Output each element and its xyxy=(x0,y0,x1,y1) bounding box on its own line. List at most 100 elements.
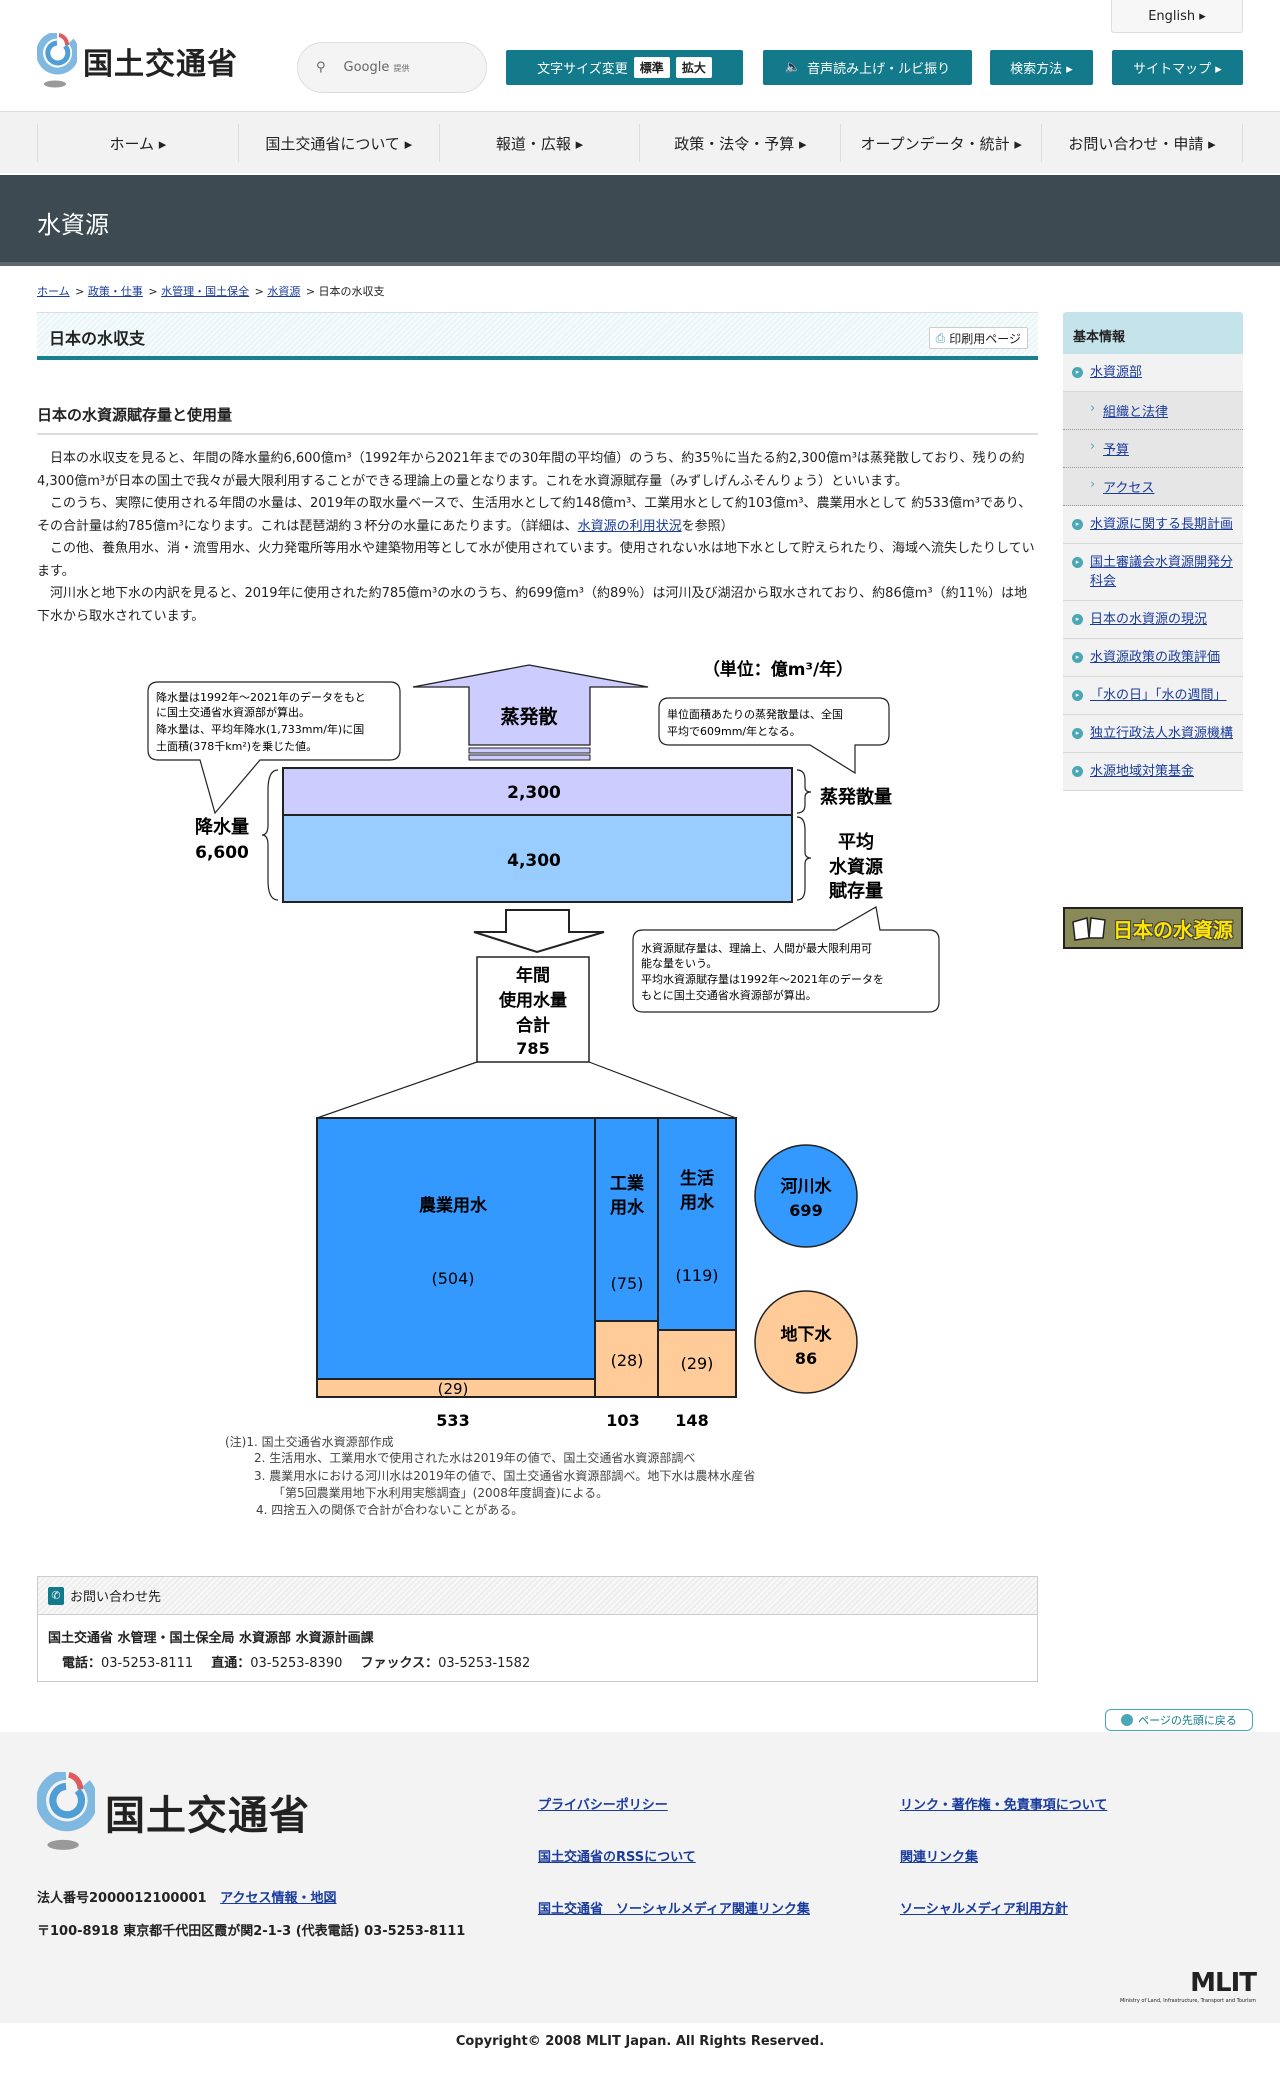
bullet-icon: ▸ xyxy=(1072,367,1083,378)
back-to-top-button[interactable]: ページの先頭に戻る xyxy=(1105,1709,1253,1731)
search-method-button[interactable]: 検索方法 ▸ xyxy=(990,50,1093,85)
callout-text: 水資源賦存量は、理論上、人間が最大限利用可 xyxy=(641,941,872,955)
sidebar-sub-budget[interactable]: ›予算 xyxy=(1063,430,1243,468)
sidebar-item-agency[interactable]: ▸独立行政法人水資源機構 xyxy=(1063,715,1243,753)
water-balance-diagram: （単位：億m³/年） 降水量は1992年～2021年のデータをもと に国土交通省… xyxy=(147,659,940,1517)
total-label: 合計 xyxy=(516,1015,550,1036)
font-size-control: 文字サイズ変更 標準 拡大 xyxy=(506,50,743,85)
sidebar-item-policy-eval[interactable]: ▸水資源政策の政策評価 xyxy=(1063,639,1243,677)
sidebar-item-current-status[interactable]: ▸日本の水資源の現況 xyxy=(1063,601,1243,639)
category-band: 水資源 xyxy=(0,175,1280,266)
domestic-label: 生活 xyxy=(680,1168,714,1189)
river-water-circle xyxy=(754,1144,858,1248)
font-size-label: 文字サイズ変更 xyxy=(537,62,628,77)
sidebar-item-water-day[interactable]: ▸「水の日」「水の週間」 xyxy=(1063,677,1243,715)
breadcrumb-sep: > xyxy=(75,285,85,298)
nav-press[interactable]: 報道・広報 ▸ xyxy=(438,124,640,162)
social-media-links-link[interactable]: 国土交通省 ソーシャルメディア関連リンク集 xyxy=(538,1902,810,1917)
total-label: 年間 xyxy=(516,965,550,986)
nav-about[interactable]: 国土交通省について ▸ xyxy=(237,124,439,162)
chevron-right-icon: › xyxy=(1090,401,1096,416)
sidebar-sub-organization[interactable]: ›組織と法律 xyxy=(1063,392,1243,430)
sitemap-button[interactable]: サイトマップ ▸ xyxy=(1112,50,1243,85)
phone-icon: ✆ xyxy=(48,1586,64,1605)
domestic-total: 148 xyxy=(675,1411,708,1430)
nav-home[interactable]: ホーム ▸ xyxy=(37,124,238,162)
note-line: 2. 生活用水、工業用水で使用された水は2019年の値で、国土交通省水資源部調べ xyxy=(254,1450,695,1465)
industry-ground-value: (28) xyxy=(611,1351,644,1370)
social-media-policy-link[interactable]: ソーシャルメディア利用方針 xyxy=(900,1902,1068,1917)
search-placeholder: Google 提供 xyxy=(343,60,410,75)
footer-logo[interactable]: 国土交通省 xyxy=(37,1772,310,1852)
breadcrumb-sep: > xyxy=(305,285,316,298)
resource-label-line: 水資源 xyxy=(829,856,883,878)
total-value: 785 xyxy=(516,1039,549,1058)
rss-link[interactable]: 国土交通省のRSSについて xyxy=(538,1850,696,1865)
breadcrumb-home[interactable]: ホーム xyxy=(37,285,70,298)
related-links-link[interactable]: 関連リンク集 xyxy=(900,1850,979,1865)
print-label: 印刷用ページ xyxy=(949,331,1021,346)
paragraph: 河川水と地下水の内訳を見ると、2019年に使用された約785億m³の水のうち、約… xyxy=(37,586,1028,624)
nav-policy[interactable]: 政策・法令・予算 ▸ xyxy=(639,124,840,162)
copyright-link[interactable]: リンク・著作権・免責事項について xyxy=(900,1798,1108,1813)
logo-emblem-icon xyxy=(37,33,77,88)
callout-text: 能な量をいう。 xyxy=(641,956,717,970)
usage-down-arrow xyxy=(473,909,605,954)
arrow-up-icon xyxy=(1121,1714,1134,1726)
sidebar-item-long-term-plan[interactable]: ▸水資源に関する長期計画 xyxy=(1063,506,1243,544)
speaker-icon: 🔈 xyxy=(784,60,802,75)
japan-water-resources-banner[interactable]: 日本の水資源 xyxy=(1063,907,1243,949)
mlit-logo[interactable]: 国土交通省 xyxy=(37,33,238,89)
industry-river-value: (75) xyxy=(611,1274,644,1293)
callout-text: に国土交通省水資源部が算出。 xyxy=(156,705,310,719)
evap-brace xyxy=(796,769,812,814)
search-box[interactable]: ⚲ Google 提供 xyxy=(297,42,487,93)
english-link[interactable]: English ▸ xyxy=(1111,0,1243,33)
address: 〒100-8918 東京都千代田区霞が関2-1-3 (代表電話) 03-5253… xyxy=(37,1924,466,1939)
note-line: (注)1. 国土交通省水資源部作成 xyxy=(225,1434,394,1449)
industry-label: 用水 xyxy=(610,1197,645,1218)
evap-arrow-shape xyxy=(412,664,649,746)
ground-circle-label: 地下水 xyxy=(781,1324,833,1345)
callout-text: もとに国土交通省水資源部が算出。 xyxy=(641,988,817,1002)
access-map-link[interactable]: アクセス情報・地図 xyxy=(220,1891,337,1906)
breadcrumb-policy[interactable]: 政策・仕事 xyxy=(87,285,143,298)
diagram-notes: (注)1. 国土交通省水資源部作成 2. 生活用水、工業用水で使用された水は20… xyxy=(225,1434,755,1517)
bullet-icon: ▸ xyxy=(1072,690,1083,701)
category-title: 水資源 xyxy=(37,211,109,239)
nav-opendata[interactable]: オープンデータ・統計 ▸ xyxy=(840,124,1041,162)
precip-label: 降水量 xyxy=(195,816,249,838)
callout-text: 平均で609mm/年となる。 xyxy=(667,724,801,738)
sidebar-item-fund[interactable]: ▸水源地域対策基金 xyxy=(1063,753,1243,791)
voice-ruby-button[interactable]: 🔈 音声読み上げ・ルビ振り xyxy=(763,50,972,85)
font-standard-button[interactable]: 標準 xyxy=(633,57,670,78)
chevron-right-icon: › xyxy=(1090,477,1096,492)
evaporation-value: 2,300 xyxy=(507,783,561,803)
total-usage-box xyxy=(476,956,590,1063)
sidebar-item-council[interactable]: ▸国土審議会水資源開発分科会 xyxy=(1063,544,1243,601)
sidebar-sub-access[interactable]: ›アクセス xyxy=(1063,468,1243,506)
breadcrumb-water-resources[interactable]: 水資源 xyxy=(267,285,301,298)
logo-text: 国土交通省 xyxy=(83,47,238,82)
river-circle-value: 699 xyxy=(789,1201,822,1220)
contact-heading: お問い合わせ先 xyxy=(70,1590,162,1605)
chevron-right-icon: › xyxy=(1090,439,1096,454)
copyright: Copyright© 2008 MLIT Japan. All Rights R… xyxy=(455,2034,825,2049)
breadcrumb-water-management[interactable]: 水管理・国土保全 xyxy=(161,285,250,298)
river-circle-label: 河川水 xyxy=(781,1176,833,1197)
industry-total: 103 xyxy=(606,1411,639,1430)
sidebar-item-water-dept[interactable]: ▸水資源部 xyxy=(1063,354,1243,392)
privacy-policy-link[interactable]: プライバシーポリシー xyxy=(538,1798,668,1813)
paragraph: この他、養魚用水、消・流雪用水、火力発電所等用水や建築物用等として水が使用されて… xyxy=(37,541,1035,579)
nav-contact[interactable]: お問い合わせ・申請 ▸ xyxy=(1041,124,1243,162)
callout-precipitation: 降水量は1992年～2021年のデータをもと に国土交通省水資源部が算出。 降水… xyxy=(147,681,401,815)
font-large-button[interactable]: 拡大 xyxy=(675,57,712,78)
page-title: 日本の水収支 xyxy=(49,329,146,348)
breadcrumb-sep: > xyxy=(254,285,264,298)
resource-label-line: 賦存量 xyxy=(829,880,883,902)
water-usage-link[interactable]: 水資源の利用状況 xyxy=(577,518,682,534)
industry-label: 工業 xyxy=(610,1173,644,1194)
domestic-ground-block xyxy=(657,1329,737,1398)
print-page-button[interactable]: ⎙ 印刷用ページ xyxy=(928,327,1028,349)
